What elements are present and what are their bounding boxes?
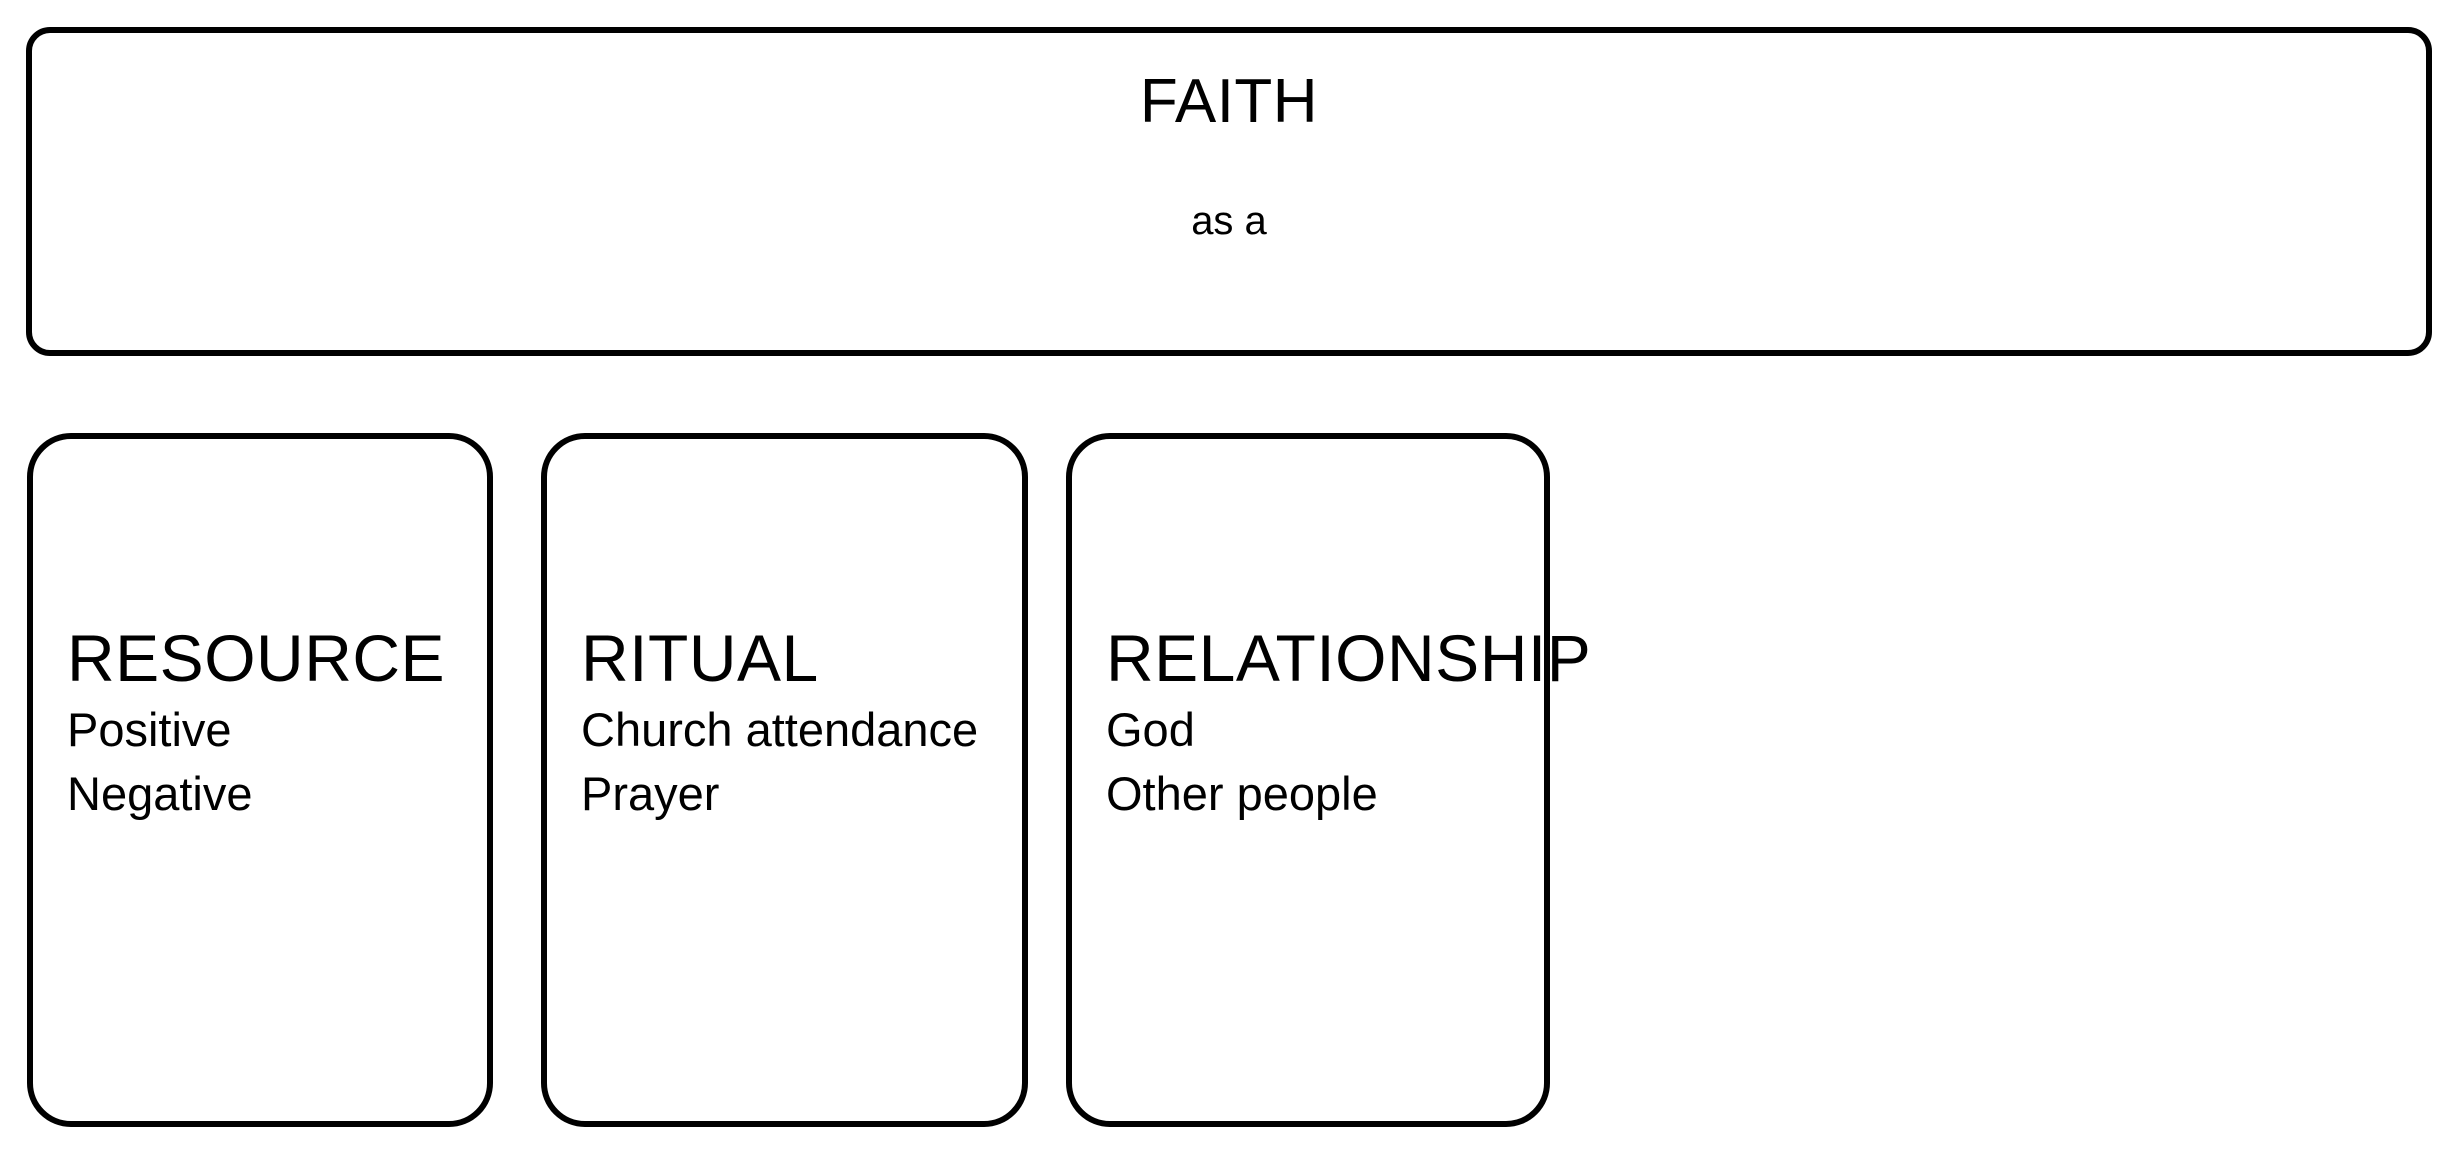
category-item-ritual-1: Prayer (581, 766, 720, 820)
card-content: RESOURCE Positive Negative (67, 621, 469, 825)
category-heading-ritual: RITUAL (581, 621, 819, 695)
faith-title: FAITH (1139, 67, 1319, 136)
category-card-ritual: RITUAL Church attendance Prayer (541, 433, 1028, 1127)
category-item-relationship-1: Other people (1106, 766, 1378, 820)
category-heading-resource: RESOURCE (67, 621, 446, 695)
faith-header-box: FAITH as a (26, 27, 2432, 356)
category-card-relationship: RELATIONSHIP God Other people (1066, 433, 1592, 1127)
card-content: RITUAL Church attendance Prayer (581, 621, 1004, 825)
category-item-relationship-0: God (1106, 703, 1195, 757)
category-item-ritual-0: Church attendance (581, 703, 979, 757)
category-item-resource-1: Negative (67, 766, 253, 820)
category-card-resource: RESOURCE Positive Negative (27, 433, 493, 1127)
faith-subtitle: as a (1191, 199, 1267, 243)
card-content: RELATIONSHIP God Other people (1106, 621, 1592, 825)
category-item-resource-0: Positive (67, 703, 232, 757)
category-heading-relationship: RELATIONSHIP (1106, 621, 1592, 695)
